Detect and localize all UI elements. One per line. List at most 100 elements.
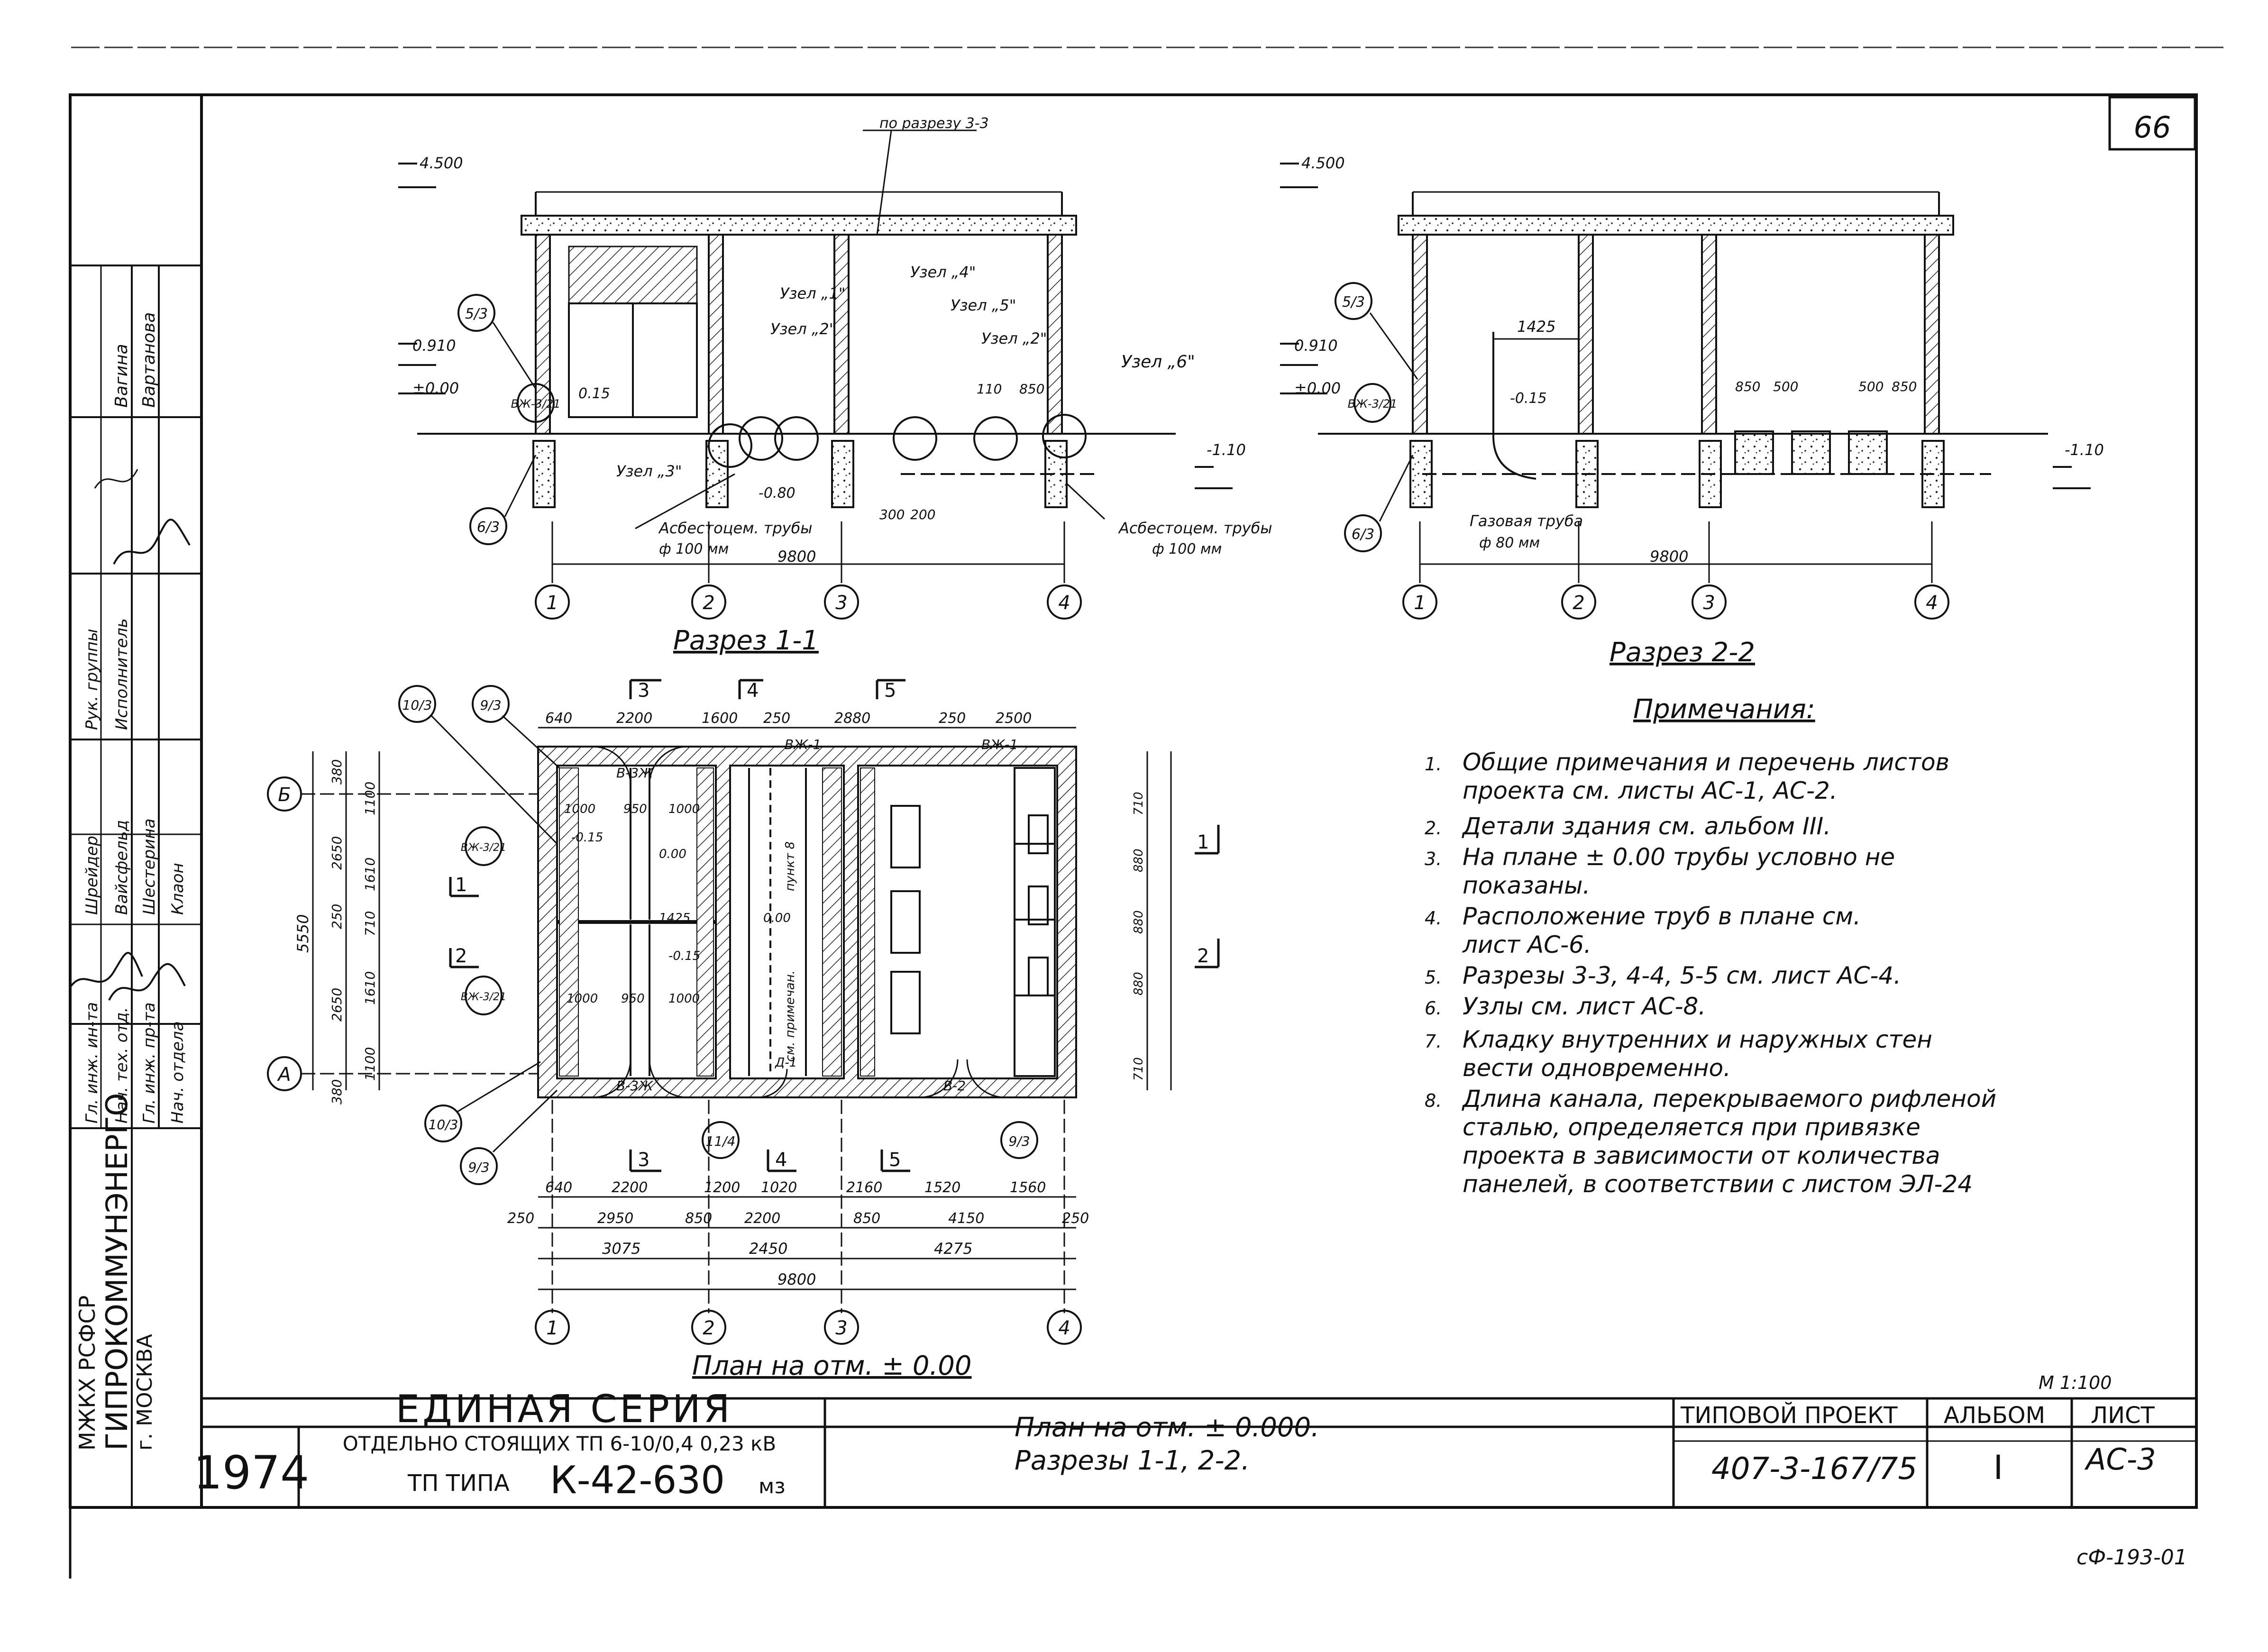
plan-room-dim-3: 1000 <box>668 802 700 816</box>
plan-axis-4: 4 <box>1058 1317 1070 1339</box>
plan-bubble-4: ВЖ-3/21 <box>461 991 506 1003</box>
tb-project-value: 407-3-167/75 <box>1711 1451 1917 1487</box>
tb-series-sub: ОТДЕЛЬНО СТОЯЩИХ ТП 6-10/0,4 0,23 кВ <box>343 1432 776 1455</box>
section-2-2-labels: 4.500 0.910 ±0.00 -1.10 -0.15 1425 Газов… <box>1294 154 2104 668</box>
tb-tp-suffix: мз <box>759 1474 786 1498</box>
s1-axis-4: 4 <box>1058 592 1070 614</box>
s1-node-3: Узел „3" <box>616 462 682 480</box>
plan-top-dim-2: 2200 <box>616 710 652 727</box>
notes-heading: Примечания: <box>1633 694 1815 725</box>
plan-door-5: В-2 <box>943 1078 966 1094</box>
s1-bubble-a: 5/3 <box>465 306 488 322</box>
note-1-line-2: проекта см. листы АС-1, АС-2. <box>1463 777 1838 804</box>
note-6-line-1: Узлы см. лист АС-8. <box>1463 993 1706 1020</box>
s1-node-2b: Узел „2" <box>981 329 1047 347</box>
bottom-code: сФ-193-01 <box>2076 1545 2187 1570</box>
plan-bot2-dim-2: 2950 <box>597 1210 633 1227</box>
s1-mark-000: ±0.00 <box>412 379 459 397</box>
stamp-name-6: Вартанова <box>139 312 159 408</box>
plan-left-dim-4: 2650 <box>329 988 345 1022</box>
section-1-1 <box>398 129 1233 620</box>
plan-left-in-2: 1610 <box>362 858 378 891</box>
plan-bot1-dim-4: 1020 <box>761 1179 797 1196</box>
plan-cut-left-2: 2 <box>455 945 467 967</box>
inner-frame <box>200 93 2198 1509</box>
plan-mark-3: 0.00 <box>763 911 791 925</box>
note-8-num: 8. <box>1425 1090 1442 1111</box>
stamp-org-2: ГИПРОКОММУНЭНЕРГО <box>100 1093 134 1451</box>
plan-mark-4: -0.15 <box>668 949 700 963</box>
s1-dim-b: 200 <box>910 507 935 522</box>
stamp-name-1: Шрейдер <box>82 836 101 915</box>
signature-2 <box>108 963 186 1001</box>
note-8-line-4: панелей, в соответствии с листом ЭЛ-24 <box>1463 1170 1973 1198</box>
note-2-line-1: Детали здания см. альбом III. <box>1462 812 1831 840</box>
s1-axis-1: 1 <box>546 592 558 614</box>
plan-channel-text: см. примечан. <box>783 970 797 1062</box>
stamp-org-1: МЖКХ РСФСР <box>74 1296 100 1451</box>
plan-bot1-dim-3: 1200 <box>704 1179 740 1196</box>
plan-cut-side-2: 2 <box>1197 945 1209 967</box>
plan-top-dim-4: 250 <box>763 710 790 727</box>
note-3-num: 3. <box>1425 849 1442 869</box>
title-block <box>201 1398 2196 1507</box>
note-7-line-2: вести одновременно. <box>1463 1054 1731 1082</box>
plan-room-dim-6: 1000 <box>668 992 700 1006</box>
s1-bubble-c: ВЖ-3/21 <box>511 397 561 411</box>
plan-bot2-dim-7: 250 <box>1062 1210 1089 1227</box>
plan-axis-b: Б <box>278 784 291 806</box>
note-5-line-1: Разрезы 3-3, 4-4, 5-5 см. лист АС-4. <box>1463 962 1901 989</box>
plan-mark-1: -0.15 <box>571 831 603 845</box>
title-block-text: М 1:100 1974 ЕДИНАЯ СЕРИЯ ОТДЕЛЬНО СТОЯЩ… <box>193 1372 2156 1502</box>
section-2-2 <box>1280 163 2091 620</box>
signature-4 <box>94 469 138 489</box>
s1-pipe-left: Асбестоцем. трубы <box>658 519 813 537</box>
stamp-name-5: Вагина <box>112 344 131 408</box>
tb-sheet-label: ЛИСТ <box>2091 1402 2155 1429</box>
stamp-org-3: г. МОСКВА <box>133 1334 157 1451</box>
s2-pipe-label: Газовая труба <box>1470 512 1583 530</box>
note-4-line-1: Расположение труб в плане см. <box>1463 903 1861 930</box>
s1-dim-d: 850 <box>1019 381 1044 397</box>
plan-bot2-dim-5: 850 <box>853 1210 880 1227</box>
s1-callout-ref: по разрезу 3-3 <box>879 115 989 132</box>
plan-cut-left-1: 1 <box>455 874 467 896</box>
plan-bubble-2: 9/3 <box>480 697 501 713</box>
stamp-name-3: Шестерина <box>140 819 159 915</box>
s1-mark-0910: 0.910 <box>412 337 456 355</box>
plan-bot1-dim-6: 1520 <box>924 1179 960 1196</box>
plan-right-dim-2: 880 <box>1132 849 1146 872</box>
notes: Примечания: 1. Общие примечания и перече… <box>1425 694 1996 1198</box>
plan-bubble-5: 10/3 <box>429 1117 458 1132</box>
plan-right-dim-4: 880 <box>1132 972 1146 995</box>
plan-room-dim-1: 1000 <box>564 802 595 816</box>
plan-bot2-dim-4: 2200 <box>744 1210 780 1227</box>
plan-axis-2: 2 <box>703 1317 714 1339</box>
plan-top-dim-3: 1600 <box>702 710 738 727</box>
s1-bubble-b: 6/3 <box>477 519 500 536</box>
plan-top-dim-5: 2880 <box>834 710 870 727</box>
s2-dim-1425: 1425 <box>1517 318 1555 336</box>
s2-bubble-c: ВЖ-3/21 <box>1348 397 1398 411</box>
s1-mark-080: -0.80 <box>759 485 796 502</box>
section-1-1-labels: по разрезу 3-3 4.500 0.910 ±0.00 -1.10 0… <box>412 115 1272 656</box>
s1-mark-110: -1.10 <box>1207 441 1246 459</box>
left-stamp: МЖКХ РСФСР ГИПРОКОММУНЭНЕРГО г. МОСКВА Г… <box>70 265 201 1507</box>
plan-bot1-dim-7: 1560 <box>1010 1179 1046 1196</box>
s1-dim-a: 300 <box>879 507 905 522</box>
tb-sheet-value: АС-3 <box>2084 1442 2156 1477</box>
tb-album-value: I <box>1994 1448 2003 1487</box>
s1-pipe-left-d: ф 100 мм <box>659 541 729 557</box>
plan-right-dim-5: 710 <box>1132 1057 1146 1081</box>
plan-bot2-dim-3: 850 <box>685 1210 712 1227</box>
plan-cut-top-4: 4 <box>747 680 759 702</box>
note-1-line-1: Общие примечания и перечень листов <box>1463 748 1949 776</box>
plan-door-4: ВЖ-1 <box>981 737 1018 752</box>
note-6-num: 6. <box>1425 998 1442 1019</box>
plan-bot-total: 9800 <box>777 1270 816 1288</box>
note-2-num: 2. <box>1425 818 1442 839</box>
plan-door-6: Д-1 <box>775 1056 797 1070</box>
s2-dim-b: 500 <box>1773 379 1798 394</box>
plan-room-dim-9: 1425 <box>659 911 690 925</box>
